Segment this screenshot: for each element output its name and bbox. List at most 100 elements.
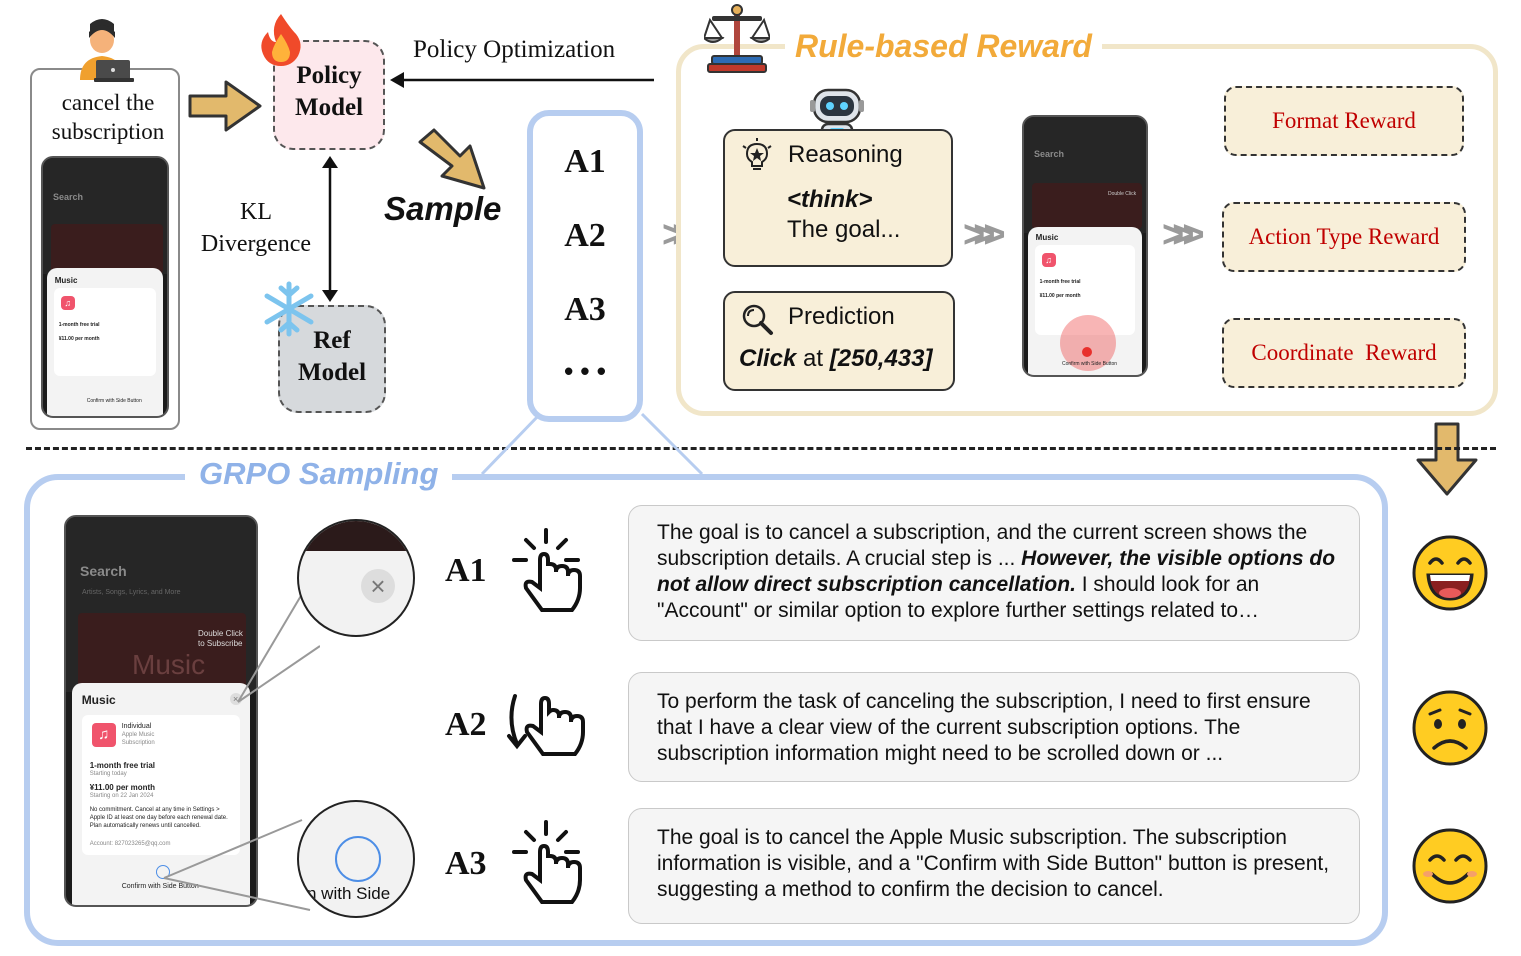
action-item-a3: A3: [564, 291, 606, 328]
phone-search-label: Search: [80, 563, 127, 579]
phone-notice-2: Apple ID at least one day before each re…: [89, 815, 228, 821]
grpo-phone-screenshot: Search Artists, Songs, Lyrics, and More …: [64, 515, 258, 907]
snowflake-icon: [264, 281, 314, 337]
phone-confirm: Confirm with Side Button: [86, 398, 142, 404]
section-divider: [26, 447, 1496, 450]
ref-model-label: Ref Model: [297, 327, 367, 386]
phone-banner-line1: Double Click: [198, 629, 243, 638]
scroll-hand-icon: [507, 694, 585, 756]
sad-face-icon: [1412, 690, 1488, 766]
smiling-face-icon: [1412, 828, 1488, 904]
phone-notice-3: Plan automatically renews until cancelle…: [89, 823, 201, 829]
action-item-more: • • •: [564, 356, 606, 386]
phone-sheet-brand: Music: [54, 276, 78, 285]
close-icon: ×: [361, 569, 395, 603]
phone-banner-line1: Double Click: [1108, 191, 1137, 197]
apple-music-app-icon: ♫: [91, 723, 116, 747]
phone-confirm: Confirm with Side Button: [121, 883, 199, 890]
very-happy-face-icon: [1412, 535, 1488, 611]
magnify-lines: [163, 593, 320, 911]
zoom-confirm-text: n with Side: [307, 884, 391, 903]
prediction-action: Click: [739, 345, 797, 372]
prediction-text: Click at [250,433]: [739, 345, 932, 373]
phone-sheet-brand: Music: [1035, 233, 1059, 242]
phone-search-label: Search: [1034, 149, 1065, 159]
kl-divergence-label: KL Divergence: [200, 199, 312, 257]
zoom-circle-confirm: n with Side: [297, 800, 415, 918]
fire-icon: [261, 14, 301, 66]
prediction-box: [723, 291, 955, 391]
phone-account: Account: 827023265@qq.com: [89, 841, 171, 847]
chevrons-icon: >>>: [1162, 214, 1204, 256]
task-instruction: cancel the subscription: [51, 90, 165, 144]
action-item-a1: A1: [564, 143, 606, 180]
prediction-at: at: [796, 345, 830, 372]
policy-optimization-label: Policy Optimization: [413, 36, 616, 63]
response-box-a1: The goal is to cancel a subscription, an…: [628, 505, 1360, 641]
reasoning-box: [723, 129, 953, 267]
chevrons-icon: >>>: [963, 214, 1005, 256]
response-label-a3: A3: [445, 845, 487, 882]
reward-phone-screenshot: Search Double Click Music ♫ 1-month free…: [1022, 115, 1148, 377]
tap-hand-icon: [512, 528, 582, 612]
phone-confirm: Confirm with Side Button: [1062, 361, 1118, 367]
response-a1-text-bold: However, the visible options do not allo…: [657, 547, 1336, 596]
click-point-icon: [1082, 347, 1092, 357]
phone-trial: 1-month free trial: [1039, 279, 1081, 285]
magnifier-icon: [742, 304, 773, 335]
format-reward-box: Format Reward: [1224, 86, 1464, 156]
response-box-a3: The goal is to cancel the Apple Music su…: [628, 808, 1360, 924]
side-button-icon: [155, 865, 170, 879]
coordinate-reward-label: Coordinate Reward: [1251, 340, 1437, 365]
scales-icon: [704, 4, 770, 73]
prediction-title: Prediction: [788, 303, 895, 330]
user-laptop-icon: [80, 19, 134, 82]
action-type-reward-label: Action Type Reward: [1248, 224, 1440, 249]
reasoning-text: The goal...: [787, 216, 901, 243]
side-button-icon: [335, 836, 381, 882]
ref-model-box: [278, 305, 386, 413]
sampled-actions-list: [527, 110, 643, 422]
response-a3-text: The goal is to cancel the Apple Music su…: [657, 826, 1330, 901]
response-a1-text-1: The goal is to cancel a subscription, an…: [657, 521, 1308, 570]
phone-price-sub: Starting on 22 Jan 2024: [89, 793, 154, 799]
policy-model-label: Policy Model: [294, 62, 364, 121]
sample-label: Sample: [384, 190, 502, 227]
phone-plan-name: Individual: [121, 723, 152, 730]
grpo-panel-title: GRPO Sampling: [185, 456, 453, 492]
zoom-circle-close: ×: [297, 519, 415, 637]
response-box-a2: To perform the task of canceling the sub…: [628, 672, 1360, 782]
action-type-reward-box: Action Type Reward: [1222, 202, 1466, 272]
phone-price: ¥11.00 per month: [58, 336, 100, 342]
policy-optimization-arrow: [390, 72, 654, 88]
phone-banner-brand: Music: [132, 649, 206, 680]
phone-sheet-brand: Music: [81, 693, 116, 707]
zoom-connector-lines: [480, 412, 704, 476]
phone-search-placeholder: Artists, Songs, Lyrics, and More: [82, 589, 181, 596]
response-a2-text: To perform the task of canceling the sub…: [657, 690, 1311, 765]
reasoning-think-tag: <think>: [787, 186, 873, 213]
arrow-down-icon: [1416, 422, 1478, 496]
reasoning-title: Reasoning: [788, 141, 903, 168]
action-item-a2: A2: [564, 217, 606, 254]
sample-arrow-icon: [418, 128, 486, 190]
phone-trial-sub: Starting today: [89, 771, 127, 777]
kl-double-arrow: [322, 156, 338, 302]
phone-plan-sub1: Apple Music: [121, 732, 155, 738]
tap-hand-icon: [512, 820, 582, 904]
phone-banner-line2: to Subscribe: [198, 639, 243, 648]
phone-price: ¥11.00 per month: [89, 783, 156, 792]
response-label-a1: A1: [445, 552, 487, 589]
lightbulb-icon: [742, 138, 772, 170]
phone-notice-1: No commitment. Cancel at any time in Set…: [89, 807, 220, 813]
response-a1-text-2: I should look for an "Account" or simila…: [657, 573, 1260, 622]
arrow-right-icon: [188, 80, 262, 132]
click-target-marker: [1060, 315, 1116, 371]
phone-price: ¥11.00 per month: [1039, 293, 1081, 299]
phone-trial: 1-month free trial: [58, 322, 100, 328]
phone-search-label: Search: [53, 192, 84, 202]
robot-icon: [810, 88, 864, 142]
phone-trial: 1-month free trial: [89, 761, 156, 770]
task-phone-screenshot: Search Music ♫ 1-month free trial ¥11.00…: [41, 156, 169, 418]
response-label-a2: A2: [445, 706, 487, 743]
